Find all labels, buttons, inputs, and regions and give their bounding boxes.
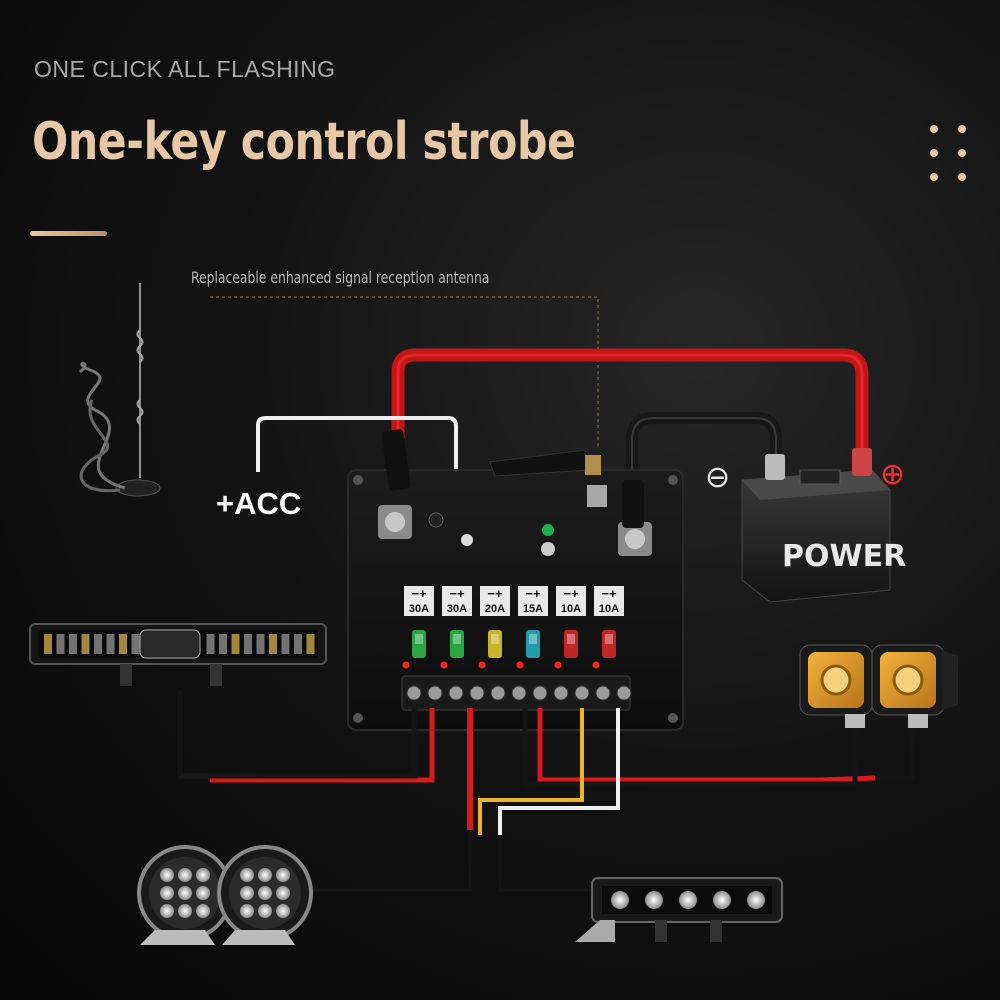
fuse-3: −+ 20A xyxy=(478,586,510,669)
terminal-screw xyxy=(595,685,611,701)
amber-pod-lights xyxy=(799,644,958,728)
led-light-bar xyxy=(29,623,327,686)
fuse-4: −+ 15A xyxy=(516,586,548,669)
terminal-screw xyxy=(511,685,527,701)
antenna-leader-line xyxy=(210,296,599,448)
fuse-rating: 15A xyxy=(523,603,543,615)
fuse-rating: 10A xyxy=(599,603,619,615)
title-underline xyxy=(30,231,107,236)
fuse-rating: 10A xyxy=(561,603,581,615)
subtitle: ONE CLICK ALL FLASHING xyxy=(34,56,336,82)
terminal-screw xyxy=(616,685,632,701)
antenna-icon xyxy=(79,283,161,497)
wire-output-black-2 xyxy=(522,708,858,787)
terminal-screw xyxy=(427,685,443,701)
wire-output-red-1 xyxy=(210,708,435,783)
fuse-polarity: −+ xyxy=(449,586,465,601)
fuse-polarity: −+ xyxy=(411,586,427,601)
fuse-6: −+ 10A xyxy=(592,586,624,669)
terminal-screw xyxy=(553,685,569,701)
battery-label: POWER xyxy=(782,539,906,574)
wire-signal-white xyxy=(498,708,620,835)
page-title: One-key control strobe xyxy=(32,112,576,172)
fuse-polarity: −+ xyxy=(563,586,579,601)
fuse-polarity: −+ xyxy=(487,586,503,601)
terminal-screw xyxy=(448,685,464,701)
decorative-dots-icon xyxy=(930,125,970,181)
fuse-1: −+ 30A xyxy=(402,586,434,669)
fuse-rating: 30A xyxy=(447,603,467,615)
fuse-rating: 20A xyxy=(485,603,505,615)
acc-label: +ACC xyxy=(216,486,302,521)
terminal-block xyxy=(401,675,632,711)
fuse-2: −+ 30A xyxy=(440,586,472,669)
wire-output-black-1 xyxy=(177,690,417,779)
wire-output-red-3 xyxy=(537,708,876,783)
terminal-screw xyxy=(574,685,590,701)
fuse-rating: 30A xyxy=(409,603,429,615)
terminal-screw xyxy=(406,685,422,701)
terminal-screw xyxy=(469,685,485,701)
fuse-polarity: −+ xyxy=(525,586,541,601)
fuse-panel: −+ 30A −+ 30A −+ 20A −+ 15A −+ 10A −+ 10A xyxy=(402,586,624,669)
fuse-polarity: −+ xyxy=(601,586,617,601)
car-battery: POWER xyxy=(741,448,906,603)
antenna-annotation: Replaceable enhanced signal reception an… xyxy=(191,268,490,287)
wire-signal-yellow xyxy=(478,708,584,835)
terminal-screw xyxy=(532,685,548,701)
terminal-screw xyxy=(490,685,506,701)
fuse-5: −+ 10A xyxy=(554,586,586,669)
battery-positive-icon: ⊕ xyxy=(880,457,905,492)
battery-negative-icon: ⊖ xyxy=(705,460,730,495)
small-light-bar xyxy=(575,877,783,942)
round-driving-lights xyxy=(137,845,313,945)
